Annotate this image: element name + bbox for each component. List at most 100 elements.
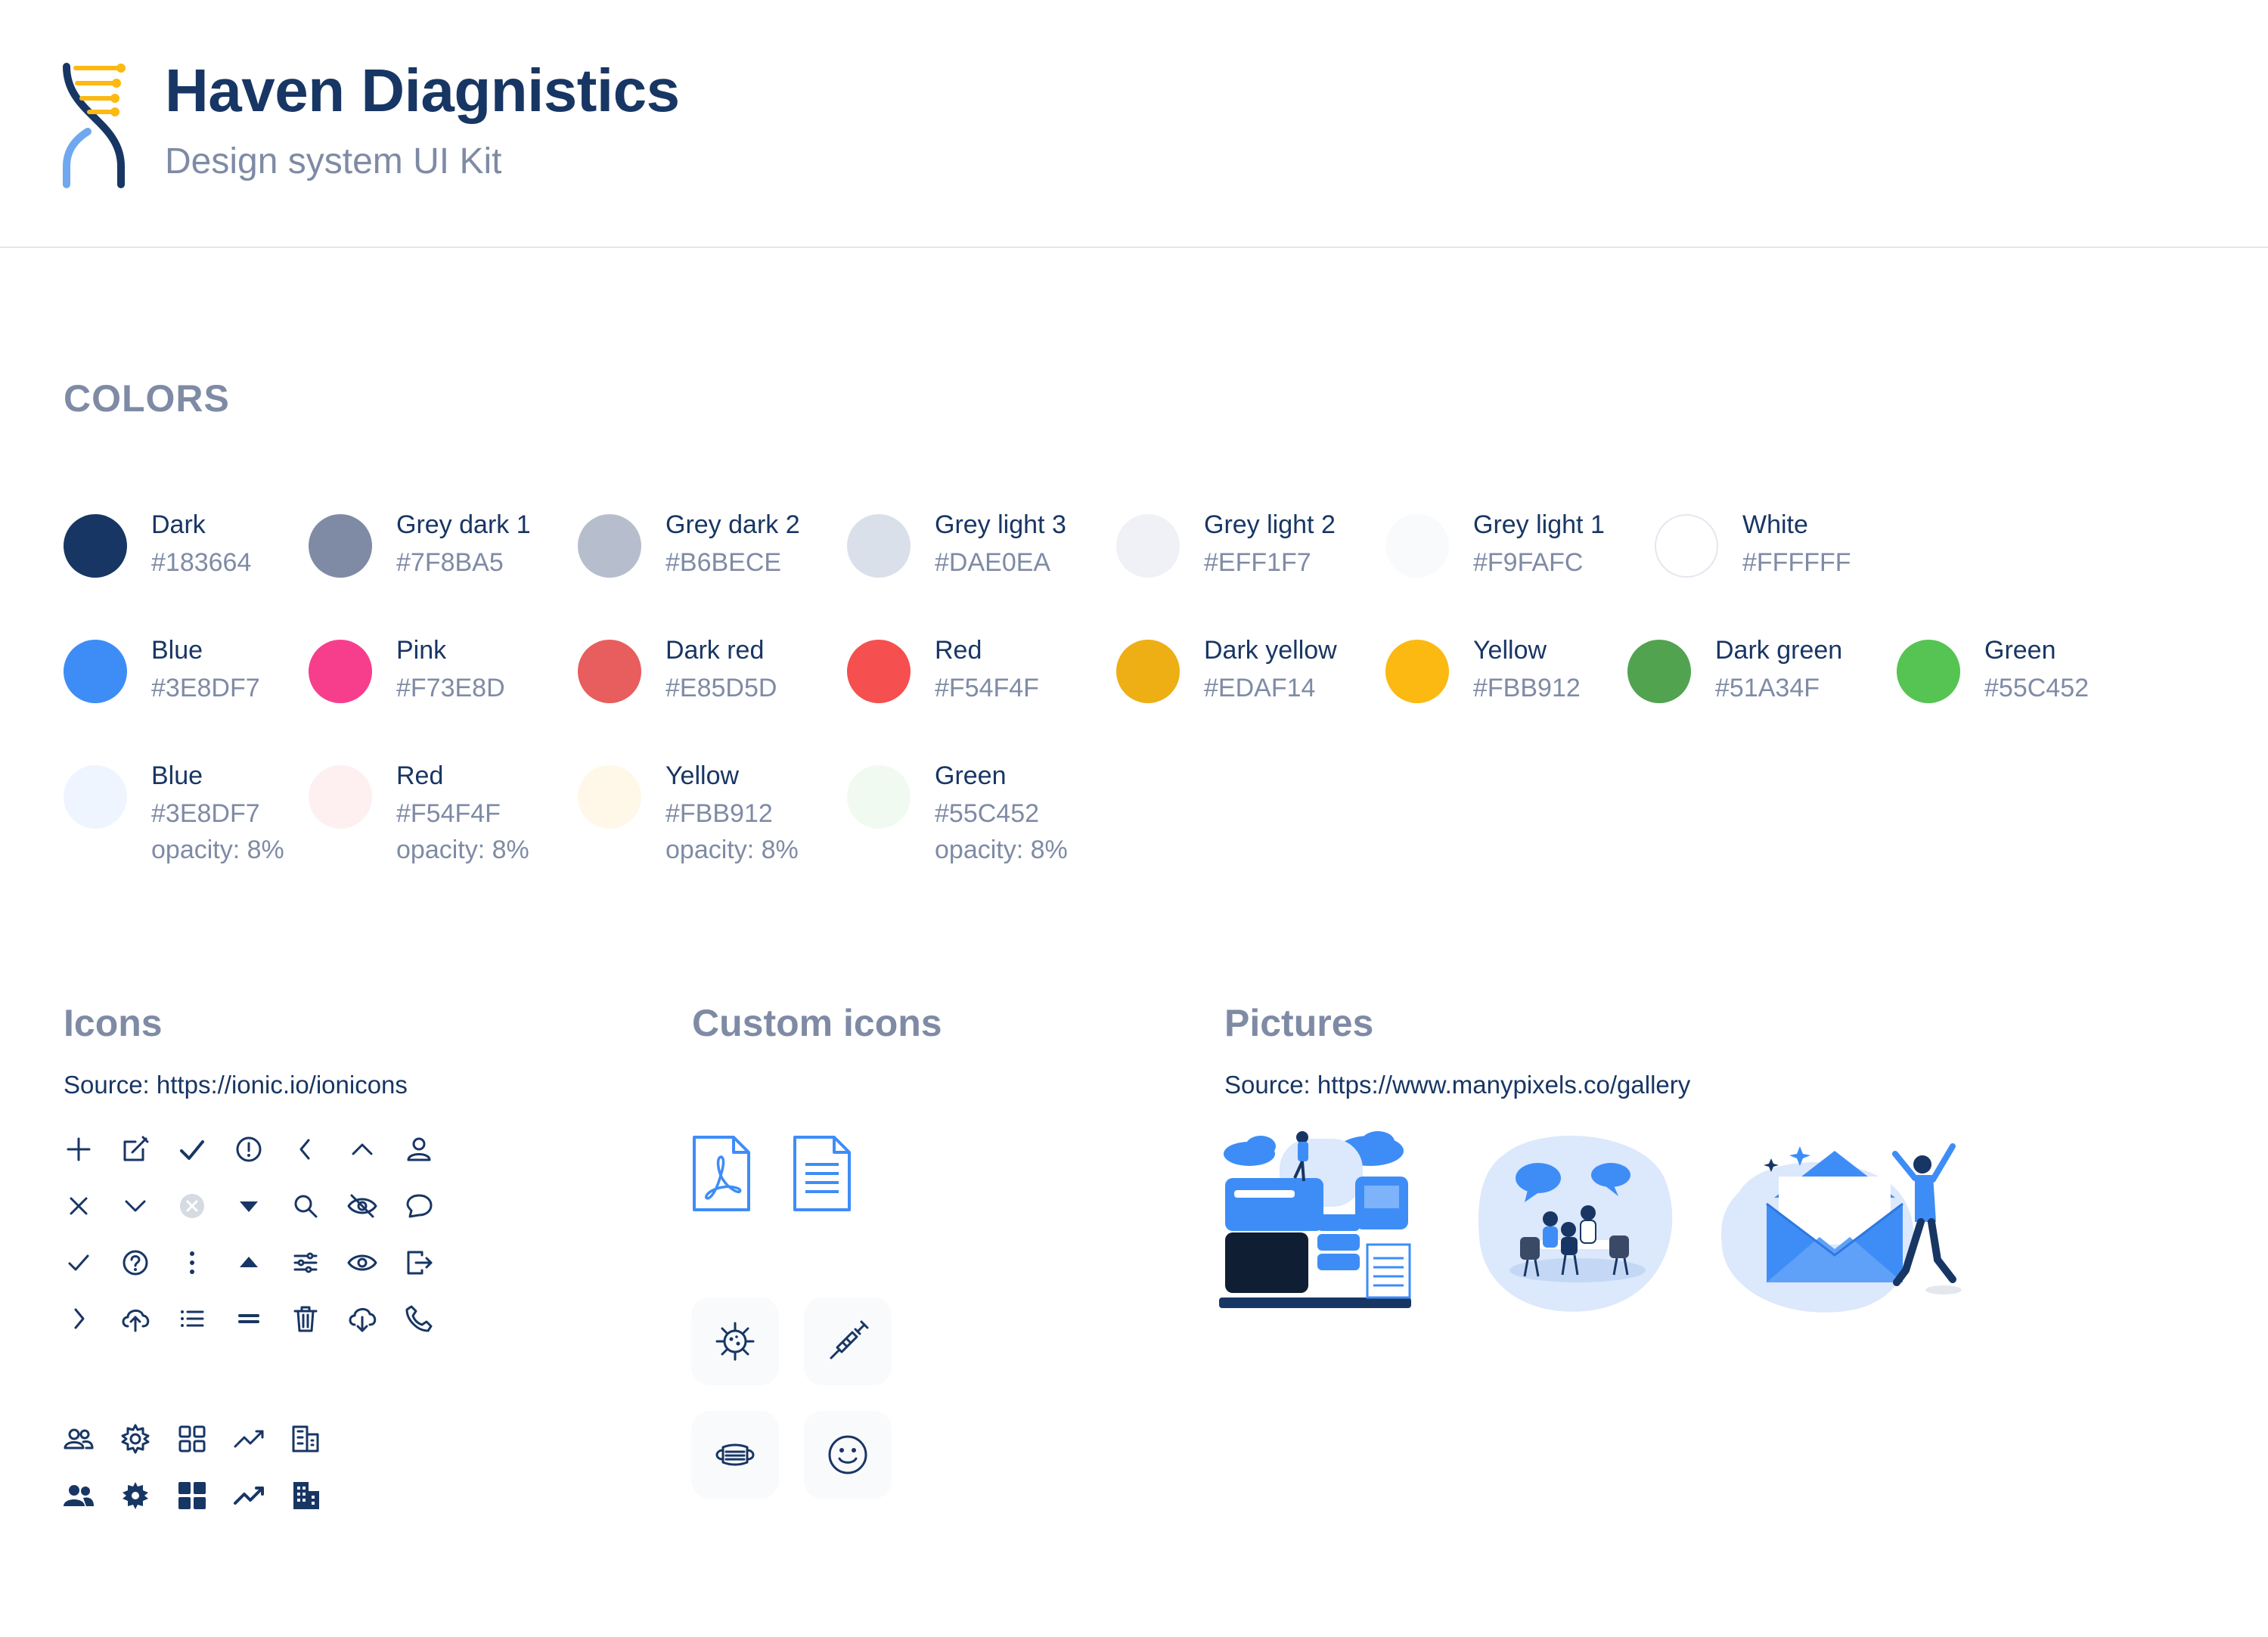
text-document-icon [793,1136,851,1211]
color-dot [578,640,641,703]
color-hex: #B6BECE [666,548,782,577]
colors-section-title: COLORS [64,377,230,420]
reorder-icon [231,1301,267,1337]
close-circle-icon [174,1188,210,1224]
color-dot [1385,514,1449,578]
color-dot [309,765,372,829]
color-dot [578,514,641,578]
color-name: Blue [151,761,203,790]
cloud-download-icon [344,1301,380,1337]
color-dot [1116,514,1180,578]
options-icon [287,1245,324,1281]
color-hex: #F54F4F [396,799,501,828]
chevron-back-icon [287,1131,324,1167]
color-dot [64,514,127,578]
color-name: Dark yellow [1204,636,1337,665]
color-dot [847,640,911,703]
face-mask-icon-tile [691,1411,779,1499]
color-hex: #3E8DF7 [151,674,260,702]
color-dot [1655,514,1718,578]
add-icon [61,1131,97,1167]
settings-filled-icon [117,1477,154,1514]
chat-bubble-icon [401,1188,437,1224]
eye-off-icon [344,1188,380,1224]
color-name: Dark red [666,636,765,665]
color-hex: #E85D5D [666,674,777,702]
chevron-down-icon [117,1188,154,1224]
color-name: Red [396,761,444,790]
color-opacity: opacity: 8% [935,836,1068,864]
color-dot [1627,640,1691,703]
caret-up-icon [231,1245,267,1281]
color-dot [1116,640,1180,703]
color-hex: #EDAF14 [1204,674,1316,702]
color-name: Grey light 3 [935,510,1066,539]
color-name: Green [935,761,1007,790]
custom-icons-section-title: Custom icons [692,1002,942,1044]
header: Haven Diagnistics Design system UI Kit [0,0,2268,248]
color-name: Pink [396,636,447,665]
color-dot [1897,640,1960,703]
color-name: White [1742,510,1808,539]
grid-filled-icon [174,1477,210,1514]
virus-icon [715,1322,755,1361]
cloud-server-illustration [1219,1131,1411,1308]
color-opacity: opacity: 8% [666,836,799,864]
color-name: Grey light 2 [1204,510,1336,539]
face-mask-icon [715,1443,755,1466]
checkmark-icon [174,1131,210,1167]
call-icon [401,1301,437,1337]
people-outline-icon [61,1421,97,1457]
color-name: Yellow [1473,636,1547,665]
pictures-source: Source: https://www.manypixels.co/galler… [1224,1071,1691,1099]
color-name: Grey light 1 [1473,510,1605,539]
trending-up-filled-icon [231,1477,267,1514]
team-meeting-illustration [1478,1136,1673,1312]
color-dot [578,765,641,829]
color-name: Dark [151,510,206,539]
smiley-icon-tile [804,1411,892,1499]
icons-source: Source: https://ionic.io/ionicons [64,1071,408,1099]
mail-celebration-illustration [1721,1143,1962,1313]
color-opacity: opacity: 8% [396,836,529,864]
color-name: Grey dark 1 [396,510,531,539]
business-filled-icon [287,1477,324,1514]
search-icon [287,1188,324,1224]
pdf-document-icon [693,1136,750,1211]
color-hex: #55C452 [1984,674,2090,702]
color-name: Yellow [666,761,740,790]
pictures-section-title: Pictures [1224,1002,1374,1044]
icons-section-title: Icons [64,1002,163,1044]
business-outline-icon [287,1421,324,1457]
color-name: Dark green [1715,636,1843,665]
color-hex: #EFF1F7 [1204,548,1311,577]
trending-up-outline-icon [231,1421,267,1457]
grid-outline-icon [174,1421,210,1457]
list-icon [174,1301,210,1337]
color-dot [64,640,127,703]
color-hex: #F54F4F [935,674,1039,702]
color-name: Red [935,636,982,665]
color-hex: #51A34F [1715,674,1820,702]
color-hex: #FBB912 [1473,674,1581,702]
person-icon [401,1131,437,1167]
color-name: Blue [151,636,203,665]
color-hex: #F73E8D [396,674,505,702]
exit-icon [401,1245,437,1281]
people-filled-icon [61,1477,97,1514]
settings-outline-icon [117,1421,154,1457]
color-hex: #55C452 [935,799,1040,828]
color-hex: #183664 [151,548,252,577]
eye-icon [344,1245,380,1281]
syringe-icon-tile [804,1298,892,1385]
chevron-forward-icon [61,1301,97,1337]
color-dot [847,765,911,829]
dna-helix-logo [63,63,126,188]
syringe-icon [830,1320,869,1360]
color-name: Green [1984,636,2056,665]
alert-circle-icon [231,1131,267,1167]
close-icon [61,1188,97,1224]
color-hex: #DAE0EA [935,548,1051,577]
color-hex: #FFFFFF [1742,548,1851,577]
chevron-up-icon [344,1131,380,1167]
